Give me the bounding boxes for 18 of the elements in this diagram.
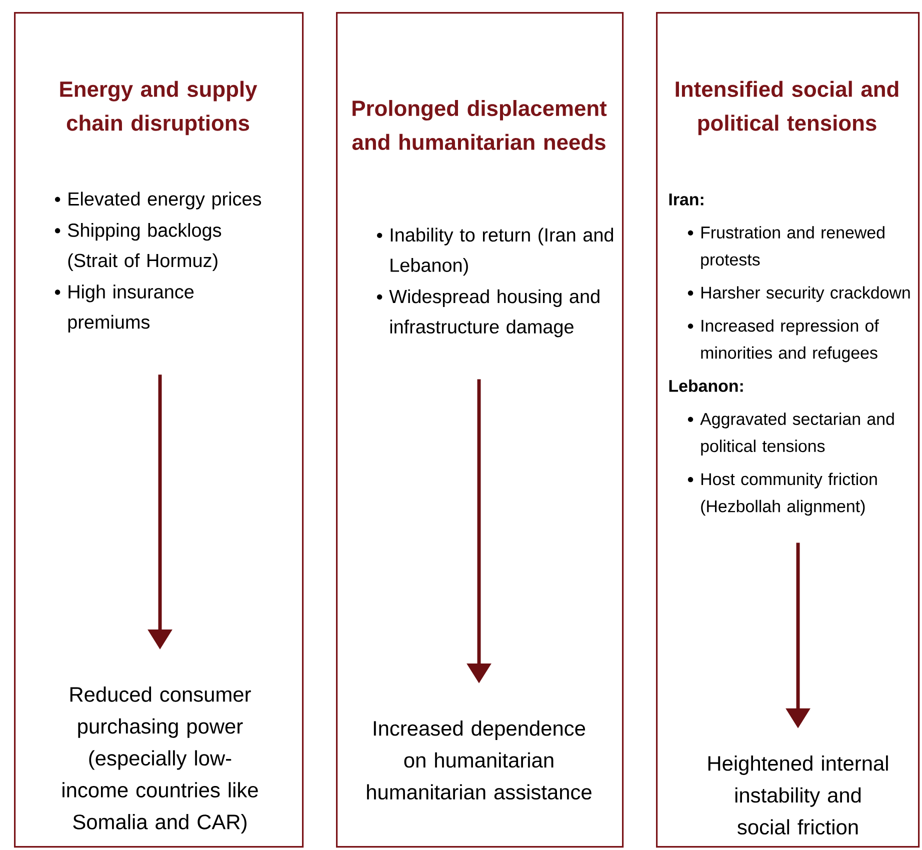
node-label: Host community friction (Hezbollah alignment): [701, 472, 877, 516]
bullet-list: Iran: Frustration and renewed protests Harsher security crackdown Increased repression of minorities and refugees Lebanon: Aggravated sectarian and political tensions Host community friction (Hezbollah alignment): [669, 194, 910, 516]
node-label: Harsher security crackdown: [701, 286, 910, 302]
node-label: Elevated energy prices: [68, 192, 262, 210]
node-label: Widespread housing and infrastructure damage: [389, 289, 600, 338]
bullet-list: Elevated energy prices Shipping backlogs (Strait of Hormuz) High insurance premiums: [54, 192, 262, 333]
node-label: High insurance premiums: [68, 284, 194, 333]
bullet-list: Inability to return (Iran and Lebanon) Widespread housing and infrastructure damage: [376, 228, 614, 338]
outcome-text: Reduced consumer purchasing power (especially low-income countries like Somalia and CAR): [62, 686, 258, 834]
node-label: Lebanon:: [669, 379, 743, 392]
outcome-text: Increased dependence on humanitarian humanitarian assistance: [367, 720, 592, 800]
node-label: Shipping backlogs (Strait of Hormuz): [68, 223, 222, 271]
node-label: Increased repression of minorities and refugees: [701, 319, 879, 362]
node-label: Inability to return (Iran and Lebanon): [390, 228, 614, 276]
node-label: Iran:: [669, 194, 704, 206]
node-label: Aggravated sectarian and political tensions: [700, 412, 894, 456]
node-label: Frustration and renewed protests: [701, 226, 884, 269]
outcome-text: Heightened internal instability and social friction: [708, 755, 888, 835]
